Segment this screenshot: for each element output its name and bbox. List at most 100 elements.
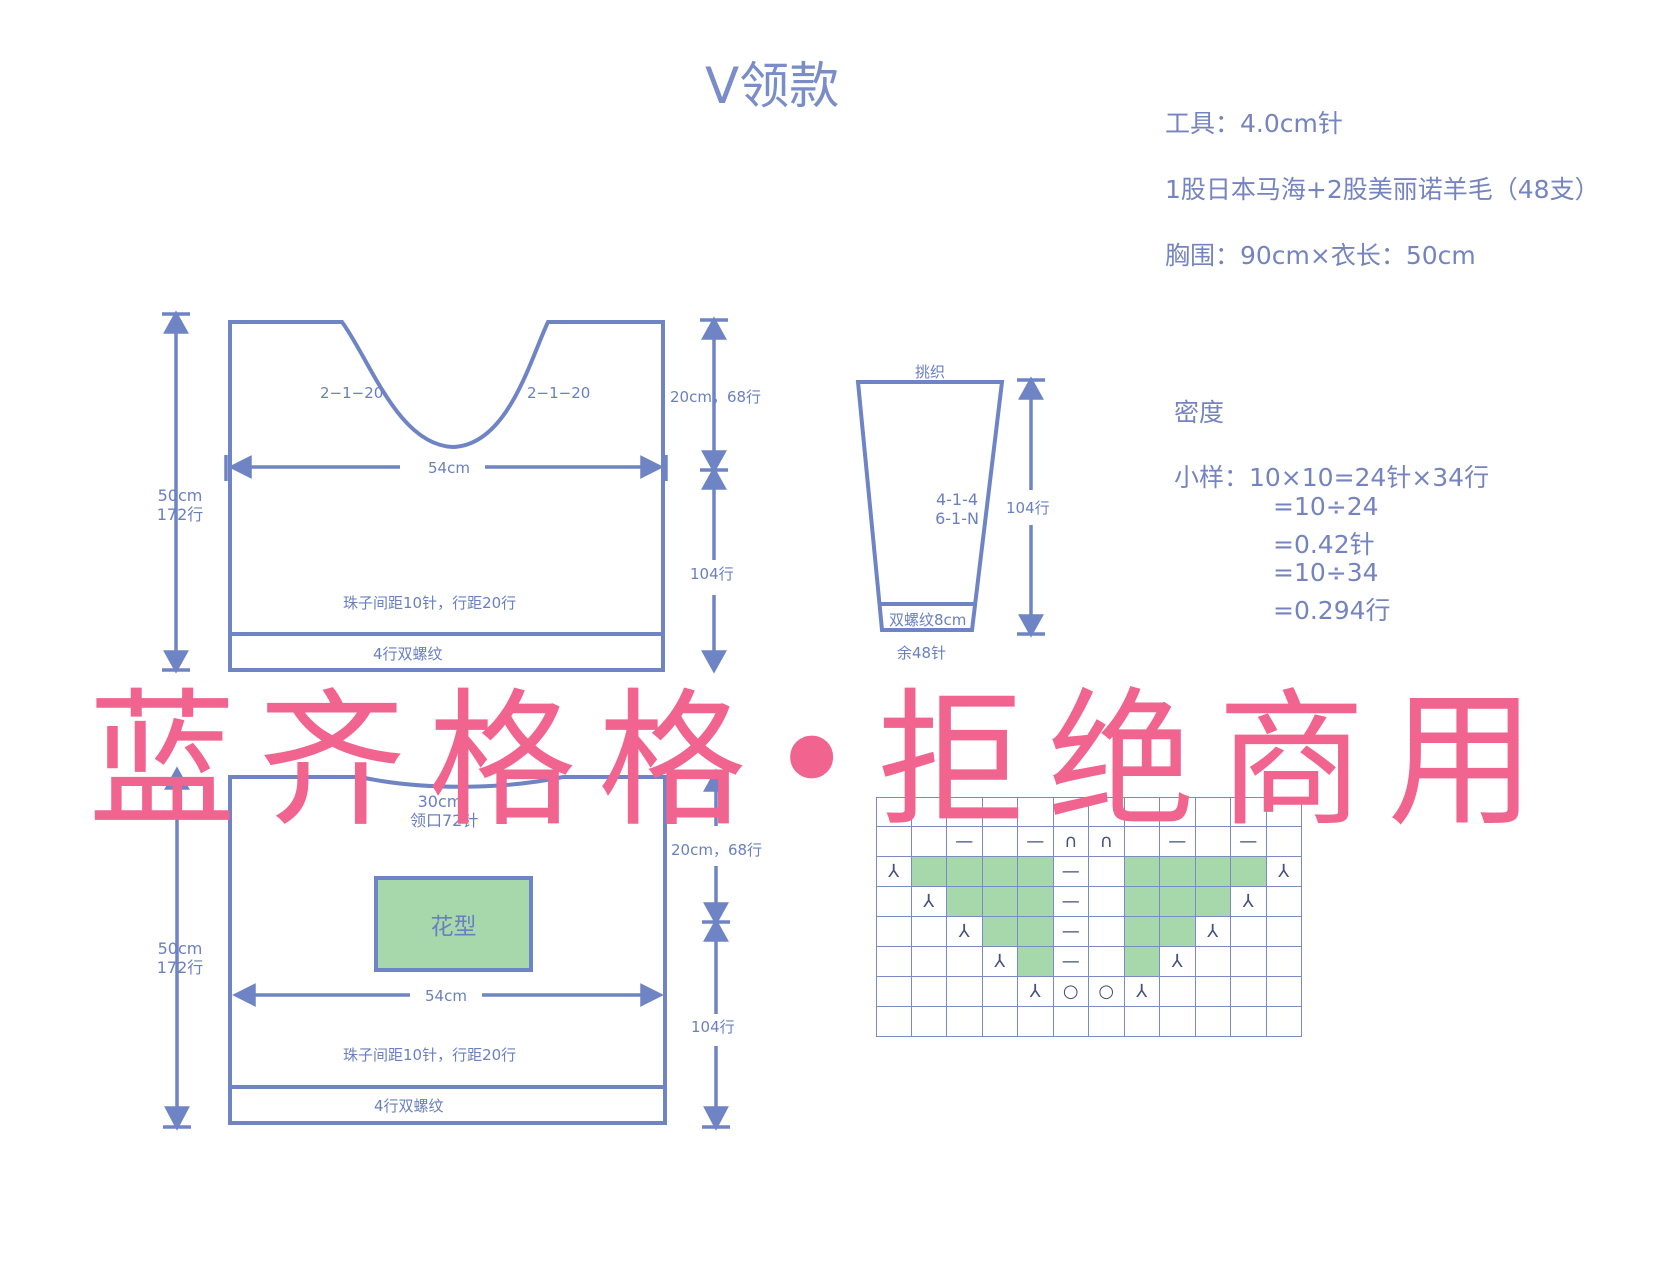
chart-cell xyxy=(982,797,1018,827)
chart-cell xyxy=(1124,887,1160,917)
chart-cell xyxy=(1124,857,1160,887)
back-neck-stitches: 领口72针 xyxy=(410,811,479,830)
chart-cell xyxy=(947,797,983,827)
chart-cell xyxy=(1160,887,1196,917)
chart-cell xyxy=(876,977,912,1007)
back-neck-cm: 30cm xyxy=(417,792,463,811)
chart-cell xyxy=(1160,797,1196,827)
chart-cell xyxy=(1124,1007,1160,1037)
chart-cell xyxy=(982,1007,1018,1037)
sleeve-decrease-a: 4-1-4 xyxy=(935,490,979,509)
chart-cell xyxy=(1231,977,1267,1007)
chart-cell: ⅄ xyxy=(1124,977,1160,1007)
front-height-rows: 172行 xyxy=(156,505,204,524)
front-beads-label: 珠子间距10针，行距20行 xyxy=(343,594,517,612)
sleeve-top-label: 挑织 xyxy=(915,363,946,381)
chart-cell xyxy=(1231,857,1267,887)
sleeve-outline xyxy=(855,380,1005,632)
front-width-label: 54cm xyxy=(428,459,470,477)
chart-cell: ⅄ xyxy=(1195,917,1231,947)
chart-cell xyxy=(1124,917,1160,947)
front-height-cm: 50cm xyxy=(157,486,203,505)
yarn-info: 1股日本马海+2股美丽诺羊毛（48支） xyxy=(1165,175,1600,204)
chart-cell xyxy=(1160,917,1196,947)
chart-cell xyxy=(1124,827,1160,857)
density-heading: 密度 xyxy=(1174,398,1225,427)
chart-cell xyxy=(876,947,912,977)
chart-cell xyxy=(947,857,983,887)
back-upper-label: 20cm，68行 xyxy=(671,841,763,859)
sleeve-decrease-label: 4-1-4 6-1-N xyxy=(922,490,992,528)
chart-cell xyxy=(876,1007,912,1037)
front-upper-label: 20cm，68行 xyxy=(670,388,762,406)
chart-cell: ⅄ xyxy=(947,917,983,947)
back-beads-label: 珠子间距10针，行距20行 xyxy=(343,1046,517,1064)
density-calc-3: =10÷34 xyxy=(1273,558,1379,587)
chart-cell xyxy=(1266,1007,1302,1037)
chart-cell xyxy=(911,857,947,887)
chart-cell xyxy=(1018,887,1054,917)
sleeve-decrease-b: 6-1-N xyxy=(935,509,979,528)
chart-cell: ∩ xyxy=(1053,827,1089,857)
chart-cell xyxy=(1124,797,1160,827)
density-swatch: 小样：10×10=24针×34行 xyxy=(1174,463,1490,492)
chart-cell xyxy=(1195,797,1231,827)
back-neck-label: 30cm 领口72针 xyxy=(410,792,479,830)
chart-cell xyxy=(911,947,947,977)
front-neck-right-label: 2−1−20 xyxy=(527,384,591,402)
tool-info: 工具：4.0cm针 xyxy=(1165,109,1343,138)
chart-cell xyxy=(1160,1007,1196,1037)
chart-cell xyxy=(982,977,1018,1007)
chart-cell xyxy=(982,857,1018,887)
chart-cell xyxy=(876,917,912,947)
chart-cell: — xyxy=(1231,827,1267,857)
chart-cell xyxy=(911,827,947,857)
chart-cell: ⅄ xyxy=(982,947,1018,977)
chart-cell xyxy=(1018,857,1054,887)
chart-cell xyxy=(1018,797,1054,827)
back-height-cm: 50cm xyxy=(157,939,203,958)
sleeve-rows-label: 104行 xyxy=(1006,499,1050,517)
chart-cell xyxy=(1195,1007,1231,1037)
back-height-label: 50cm 172行 xyxy=(150,939,210,977)
back-outline xyxy=(228,775,667,1125)
chart-cell xyxy=(1195,857,1231,887)
chart-cell xyxy=(1231,797,1267,827)
chart-cell xyxy=(1053,1007,1089,1037)
chart-cell xyxy=(1089,917,1125,947)
chart-cell xyxy=(911,797,947,827)
chart-cell: ⅄ xyxy=(1018,977,1054,1007)
chart-cell xyxy=(1266,977,1302,1007)
chart-cell: ⅄ xyxy=(1231,887,1267,917)
watermark: 蓝齐格格•拒绝商用 xyxy=(88,675,1558,847)
chart-cell xyxy=(911,917,947,947)
chart-cell xyxy=(1089,887,1125,917)
chart-cell xyxy=(1018,917,1054,947)
chart-cell: — xyxy=(1053,857,1089,887)
chart-cell xyxy=(947,977,983,1007)
back-width-label: 54cm xyxy=(425,987,467,1005)
chart-cell xyxy=(1195,947,1231,977)
chart-cell: ⅄ xyxy=(876,857,912,887)
stitch-chart: ——∩∩——⅄—⅄⅄—⅄⅄—⅄⅄—⅄⅄○○⅄ xyxy=(876,797,1302,1037)
chart-cell: ∩ xyxy=(1089,827,1125,857)
front-neck-left-label: 2−1−20 xyxy=(320,384,384,402)
back-hem-label: 4行双螺纹 xyxy=(374,1097,444,1115)
chart-cell: ⅄ xyxy=(1160,947,1196,977)
density-calc-2: =0.42针 xyxy=(1273,530,1375,559)
density-calc-4: =0.294行 xyxy=(1273,596,1391,625)
chart-cell xyxy=(1266,797,1302,827)
chart-cell xyxy=(1195,827,1231,857)
chart-cell xyxy=(1018,947,1054,977)
chart-cell xyxy=(982,917,1018,947)
chart-cell xyxy=(947,947,983,977)
sleeve-cuff-label: 双螺纹8cm xyxy=(889,611,967,629)
chart-cell xyxy=(947,1007,983,1037)
chart-cell xyxy=(1231,1007,1267,1037)
back-height-rows: 172行 xyxy=(156,958,204,977)
chart-cell: — xyxy=(1053,917,1089,947)
front-height-label: 50cm 172行 xyxy=(150,486,210,524)
chart-cell xyxy=(1231,947,1267,977)
chart-cell xyxy=(982,887,1018,917)
